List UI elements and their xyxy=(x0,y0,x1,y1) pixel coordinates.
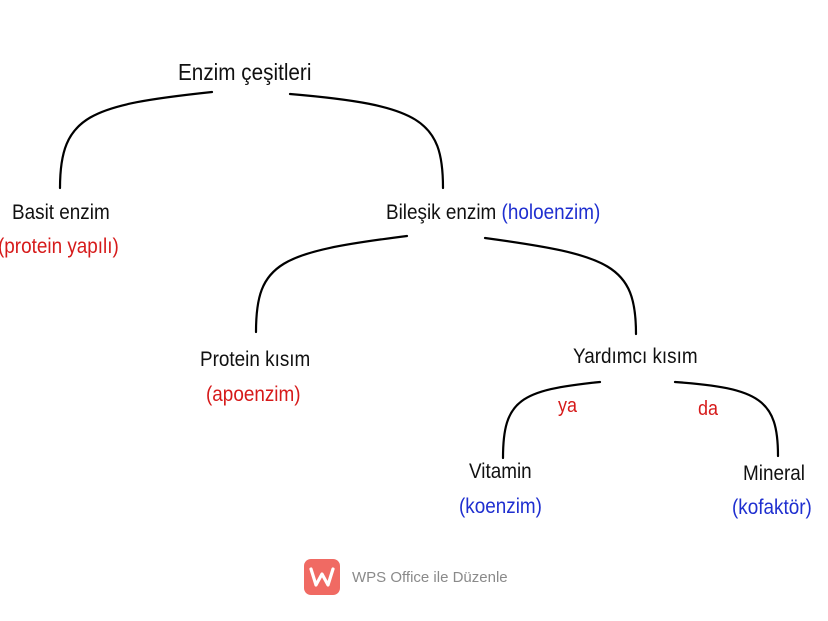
node-vitamin-note: (koenzim) xyxy=(459,495,542,518)
edge-root-bilesik xyxy=(288,92,445,190)
node-basit: Basit enzim xyxy=(12,201,110,224)
node-bilesik-label: Bileşik enzim xyxy=(386,201,497,224)
node-protein: Protein kısım xyxy=(200,348,311,371)
node-bilesik-note: (holoenzim) xyxy=(501,201,601,224)
node-vitamin: Vitamin xyxy=(469,460,532,483)
connector-ya: ya xyxy=(558,395,578,417)
node-basit-note: (protein yapılı) xyxy=(0,235,119,258)
edge-yardimci-vitamin xyxy=(501,380,602,460)
connector-da: da xyxy=(698,398,719,420)
edge-bilesik-protein xyxy=(254,234,409,334)
node-root: Enzim çeşitleri xyxy=(178,59,312,85)
node-bilesik: Bileşik enzim (holoenzim) xyxy=(386,201,600,225)
edge-bilesik-yardimci xyxy=(483,236,638,336)
node-mineral-note: (kofaktör) xyxy=(732,496,812,519)
node-protein-note: (apoenzim) xyxy=(206,383,301,406)
edge-yardimci-mineral xyxy=(673,380,780,458)
wps-edit-banner[interactable]: WPS Office ile Düzenle xyxy=(304,558,508,596)
edge-root-basit xyxy=(58,90,214,190)
wps-edit-label: WPS Office ile Düzenle xyxy=(352,568,508,586)
node-yardimci: Yardımcı kısım xyxy=(573,345,698,368)
wps-office-icon xyxy=(304,559,340,595)
node-mineral: Mineral xyxy=(743,462,805,485)
